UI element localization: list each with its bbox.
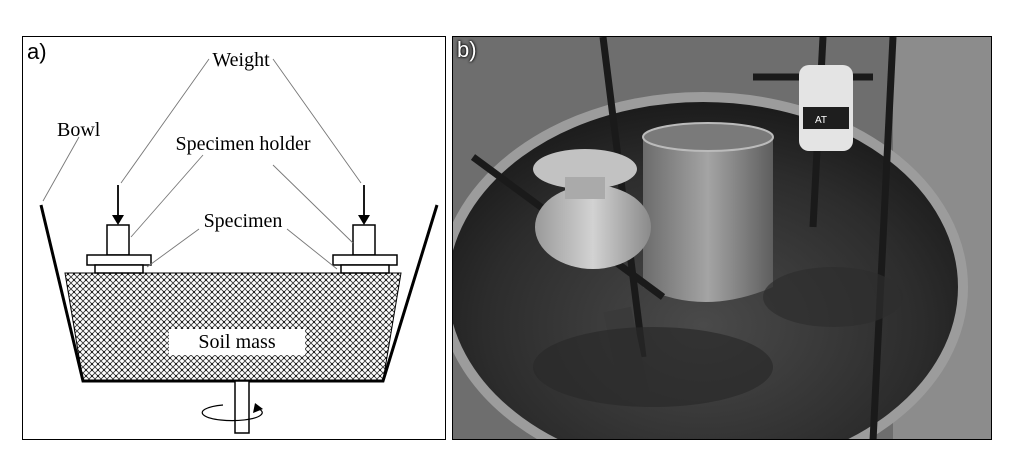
specimen-holder-right: [332, 224, 398, 274]
svg-text:AT: AT: [815, 115, 827, 126]
specimen-holder-left: [86, 224, 152, 274]
specimen-label: Specimen: [204, 210, 283, 232]
weight-label: Weight: [212, 49, 270, 71]
bowl-label: Bowl: [57, 119, 101, 141]
panel-label-a: a): [27, 39, 47, 64]
specimen-holder-label: Specimen holder: [176, 133, 311, 155]
soil-mass-label-box: [169, 329, 305, 355]
testing-apparatus-diagram: Weight Bowl Specimen holder Specimen Soi…: [39, 49, 439, 434]
weight-arrow-left-icon: [112, 185, 124, 225]
rotation-arrow-icon: [201, 404, 263, 422]
central-cylinder: [643, 137, 773, 302]
rotation-shaft: [234, 380, 250, 434]
panel-label-b: b): [457, 37, 477, 62]
soil-mass-label: Soil mass: [198, 331, 275, 353]
apparatus-photograph: AT: [453, 37, 991, 439]
diagram-panel-a: a): [22, 36, 446, 440]
soil-mass: [64, 272, 402, 382]
bowl-outline: [39, 204, 439, 383]
weight-arrow-right-icon: [358, 185, 370, 225]
photo-panel-b: b): [452, 36, 992, 440]
leader-lines: [42, 58, 362, 270]
sensor-unit: AT: [799, 65, 853, 151]
